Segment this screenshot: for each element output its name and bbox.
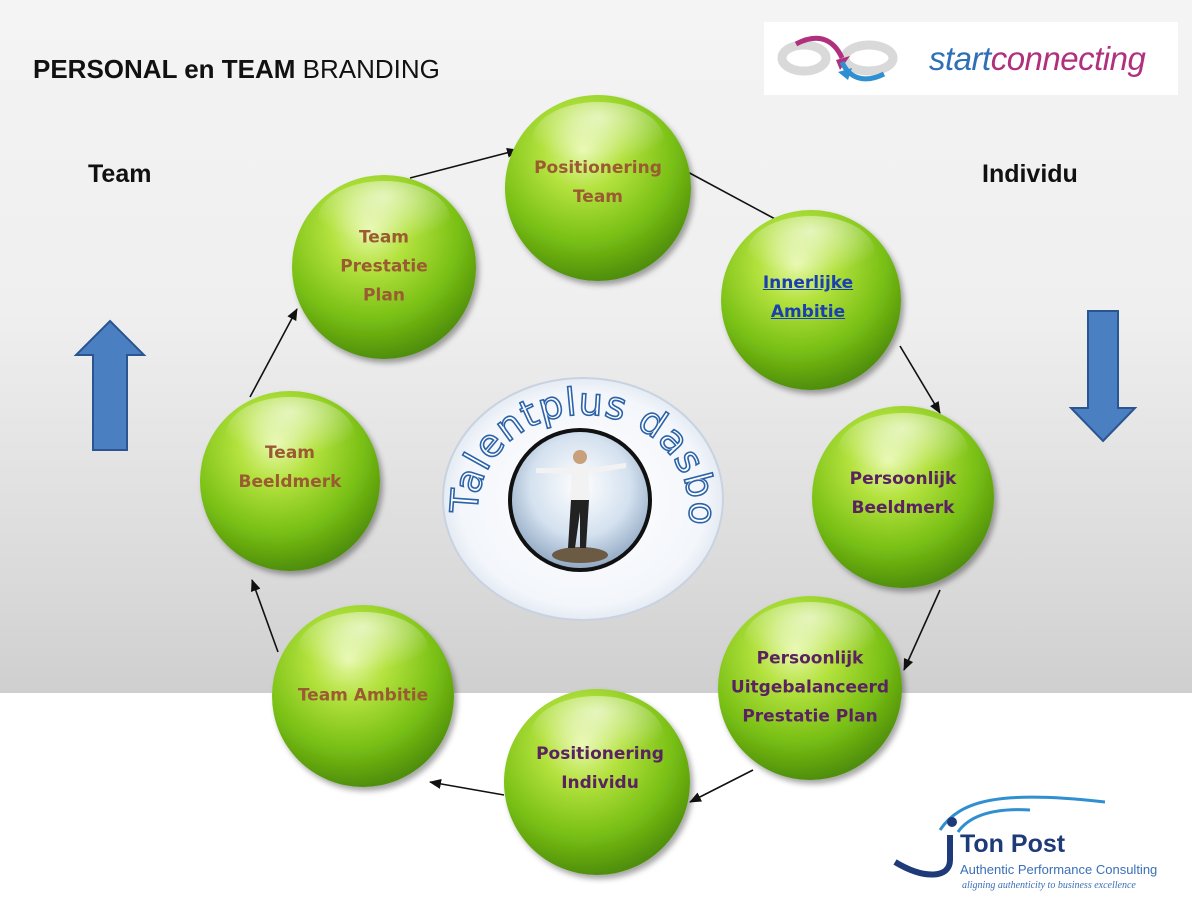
arrow-3 (899, 345, 941, 414)
title-bold: PERSONAL en TEAM (33, 54, 296, 84)
sphere-team-prestatie-plan[interactable] (292, 175, 476, 359)
infinity-logo-icon (777, 35, 898, 82)
connector-arrows (249, 147, 941, 803)
sphere-positionering-team[interactable] (505, 95, 691, 281)
sphere-team-ambitie[interactable] (272, 605, 454, 787)
team-label: Team (88, 160, 152, 188)
person-figure-icon (536, 450, 626, 563)
sphere-innerlijke-ambitie[interactable] (721, 210, 901, 390)
ton-post-tagline: aligning authenticity to business excell… (962, 880, 1136, 891)
arrow-1 (409, 147, 519, 179)
page-title: PERSONAL en TEAM BRANDING (33, 54, 440, 85)
sphere-persoonlijk-prestatie-plan[interactable] (718, 596, 902, 780)
ton-post-swoosh-icon (893, 795, 1106, 878)
sphere-team-beeldmerk[interactable] (200, 391, 380, 571)
startconnecting-wordmark: startconnecting (929, 40, 1146, 77)
arrow-4 (903, 589, 941, 671)
ton-post-subtitle: Authentic Performance Consulting (960, 862, 1158, 877)
title-normal: BRANDING (302, 54, 440, 84)
up-arrow-icon (73, 319, 147, 451)
sphere-positionering-individu[interactable] (504, 689, 690, 875)
individu-label: Individu (982, 160, 1078, 188)
arrow-7 (251, 579, 279, 653)
ton-post-name: Ton Post (960, 830, 1066, 858)
down-arrow-icon (1068, 310, 1138, 443)
startconnecting-logo: startconnecting (764, 22, 1178, 95)
sphere-persoonlijk-beeldmerk[interactable] (812, 406, 994, 588)
arrow-6 (429, 778, 505, 796)
arrow-5 (689, 769, 754, 803)
ton-post-logo: Ton Post Authentic Performance Consultin… (880, 790, 1180, 900)
arrow-8 (249, 308, 298, 398)
arrow-2 (683, 169, 791, 228)
